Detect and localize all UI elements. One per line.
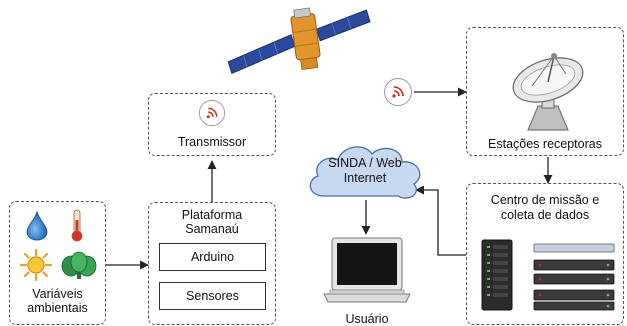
- transmitter-label: Transmissor: [177, 135, 247, 149]
- platform-label-line2: Samanaú: [185, 222, 239, 236]
- arduino-box: Arduino: [159, 243, 266, 271]
- wifi-signal-icon: [198, 99, 226, 127]
- transmitter-box: [148, 93, 276, 156]
- arrow-center-to-sinda: [415, 185, 466, 256]
- sinda-label-line1: SINDA / Web: [328, 156, 402, 170]
- ground-stations-box: [466, 27, 624, 156]
- mission-center-label-line1: Centro de missão e: [490, 193, 600, 207]
- satellite-icon: [227, 7, 371, 75]
- satellite-dish-icon: [512, 53, 584, 131]
- water-drop-icon: [26, 211, 48, 241]
- user-label: Usuário: [345, 312, 389, 326]
- env-vars-label-line1: Variáveis: [32, 287, 83, 301]
- platform-label-line1: Plataforma: [181, 208, 243, 222]
- ground-stations-label: Estações receptoras: [488, 137, 602, 151]
- sun-icon: [20, 249, 52, 281]
- mission-center-label-line2: coleta de dados: [500, 208, 590, 222]
- env-vars-label-line2: ambientais: [27, 301, 88, 315]
- thermometer-icon: [71, 209, 83, 242]
- laptop-icon: [323, 237, 411, 303]
- wifi-signal-icon: [384, 78, 412, 106]
- server-rack-icon: [481, 239, 615, 311]
- sensors-box: Sensores: [159, 282, 266, 310]
- plant-icon: [61, 251, 97, 279]
- sinda-label-line2: Internet: [343, 171, 387, 185]
- cloud-icon: [309, 146, 421, 199]
